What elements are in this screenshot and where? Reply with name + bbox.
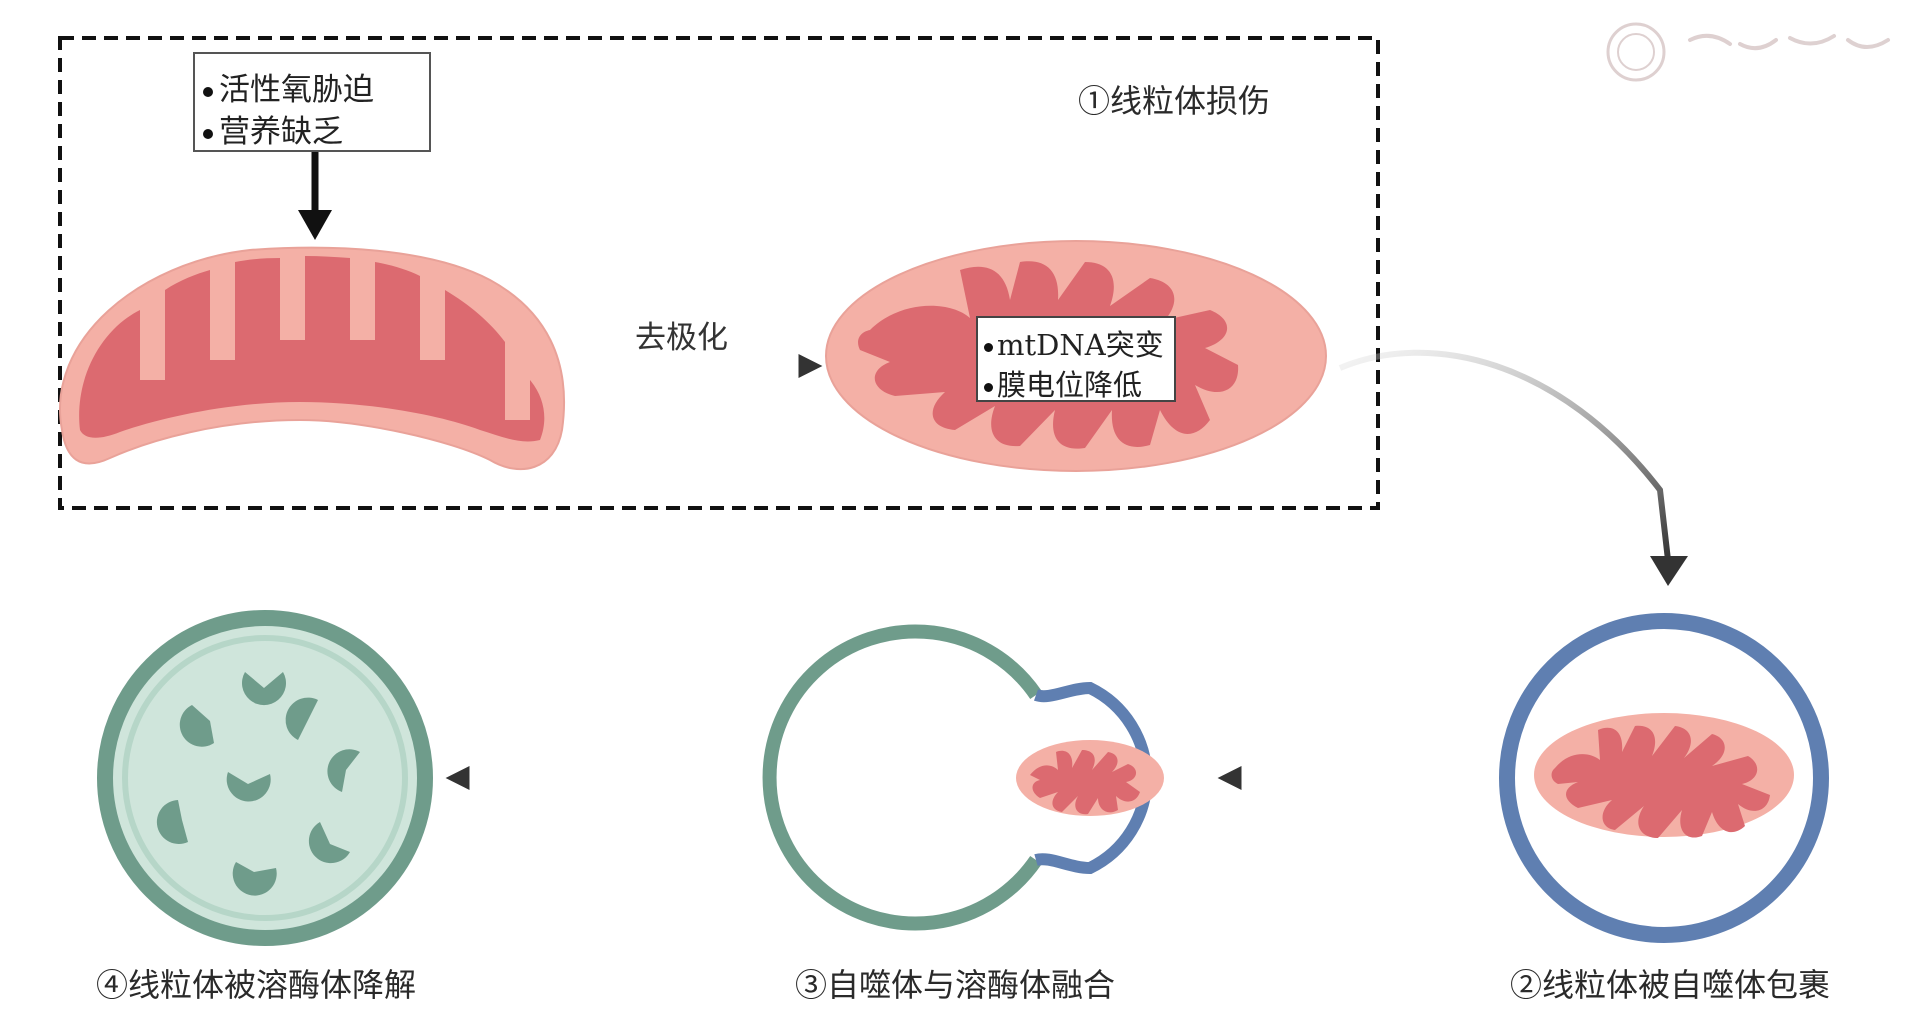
autophagosome bbox=[1499, 613, 1829, 943]
depolarization-label: 去极化 bbox=[635, 320, 728, 356]
trigger-box: 活性氧胁迫 营养缺乏 bbox=[193, 52, 431, 152]
damage-box: mtDNA突变 膜电位降低 bbox=[976, 316, 1176, 402]
damage-membrane-potential: 膜电位降低 bbox=[984, 362, 1142, 404]
lysosome bbox=[97, 610, 433, 946]
stage4-label: ④线粒体被溶酶体降解 bbox=[96, 966, 417, 1004]
stage2-label: ②线粒体被自噬体包裹 bbox=[1510, 966, 1831, 1004]
stage3-label: ③自噬体与溶酶体融合 bbox=[795, 966, 1116, 1004]
trigger-ros: 活性氧胁迫 bbox=[203, 64, 374, 109]
healthy-mitochondrion bbox=[59, 246, 566, 471]
seal-watermark bbox=[1606, 22, 1890, 82]
stage1-dashed-frame bbox=[58, 36, 1380, 510]
trigger-nutrient: 营养缺乏 bbox=[203, 106, 343, 151]
damage-mtdna: mtDNA突变 bbox=[984, 322, 1164, 364]
curved-arrow bbox=[1338, 349, 1671, 561]
stage1-label: ①线粒体损伤 bbox=[1078, 82, 1271, 120]
fusion-complex bbox=[762, 624, 1164, 931]
